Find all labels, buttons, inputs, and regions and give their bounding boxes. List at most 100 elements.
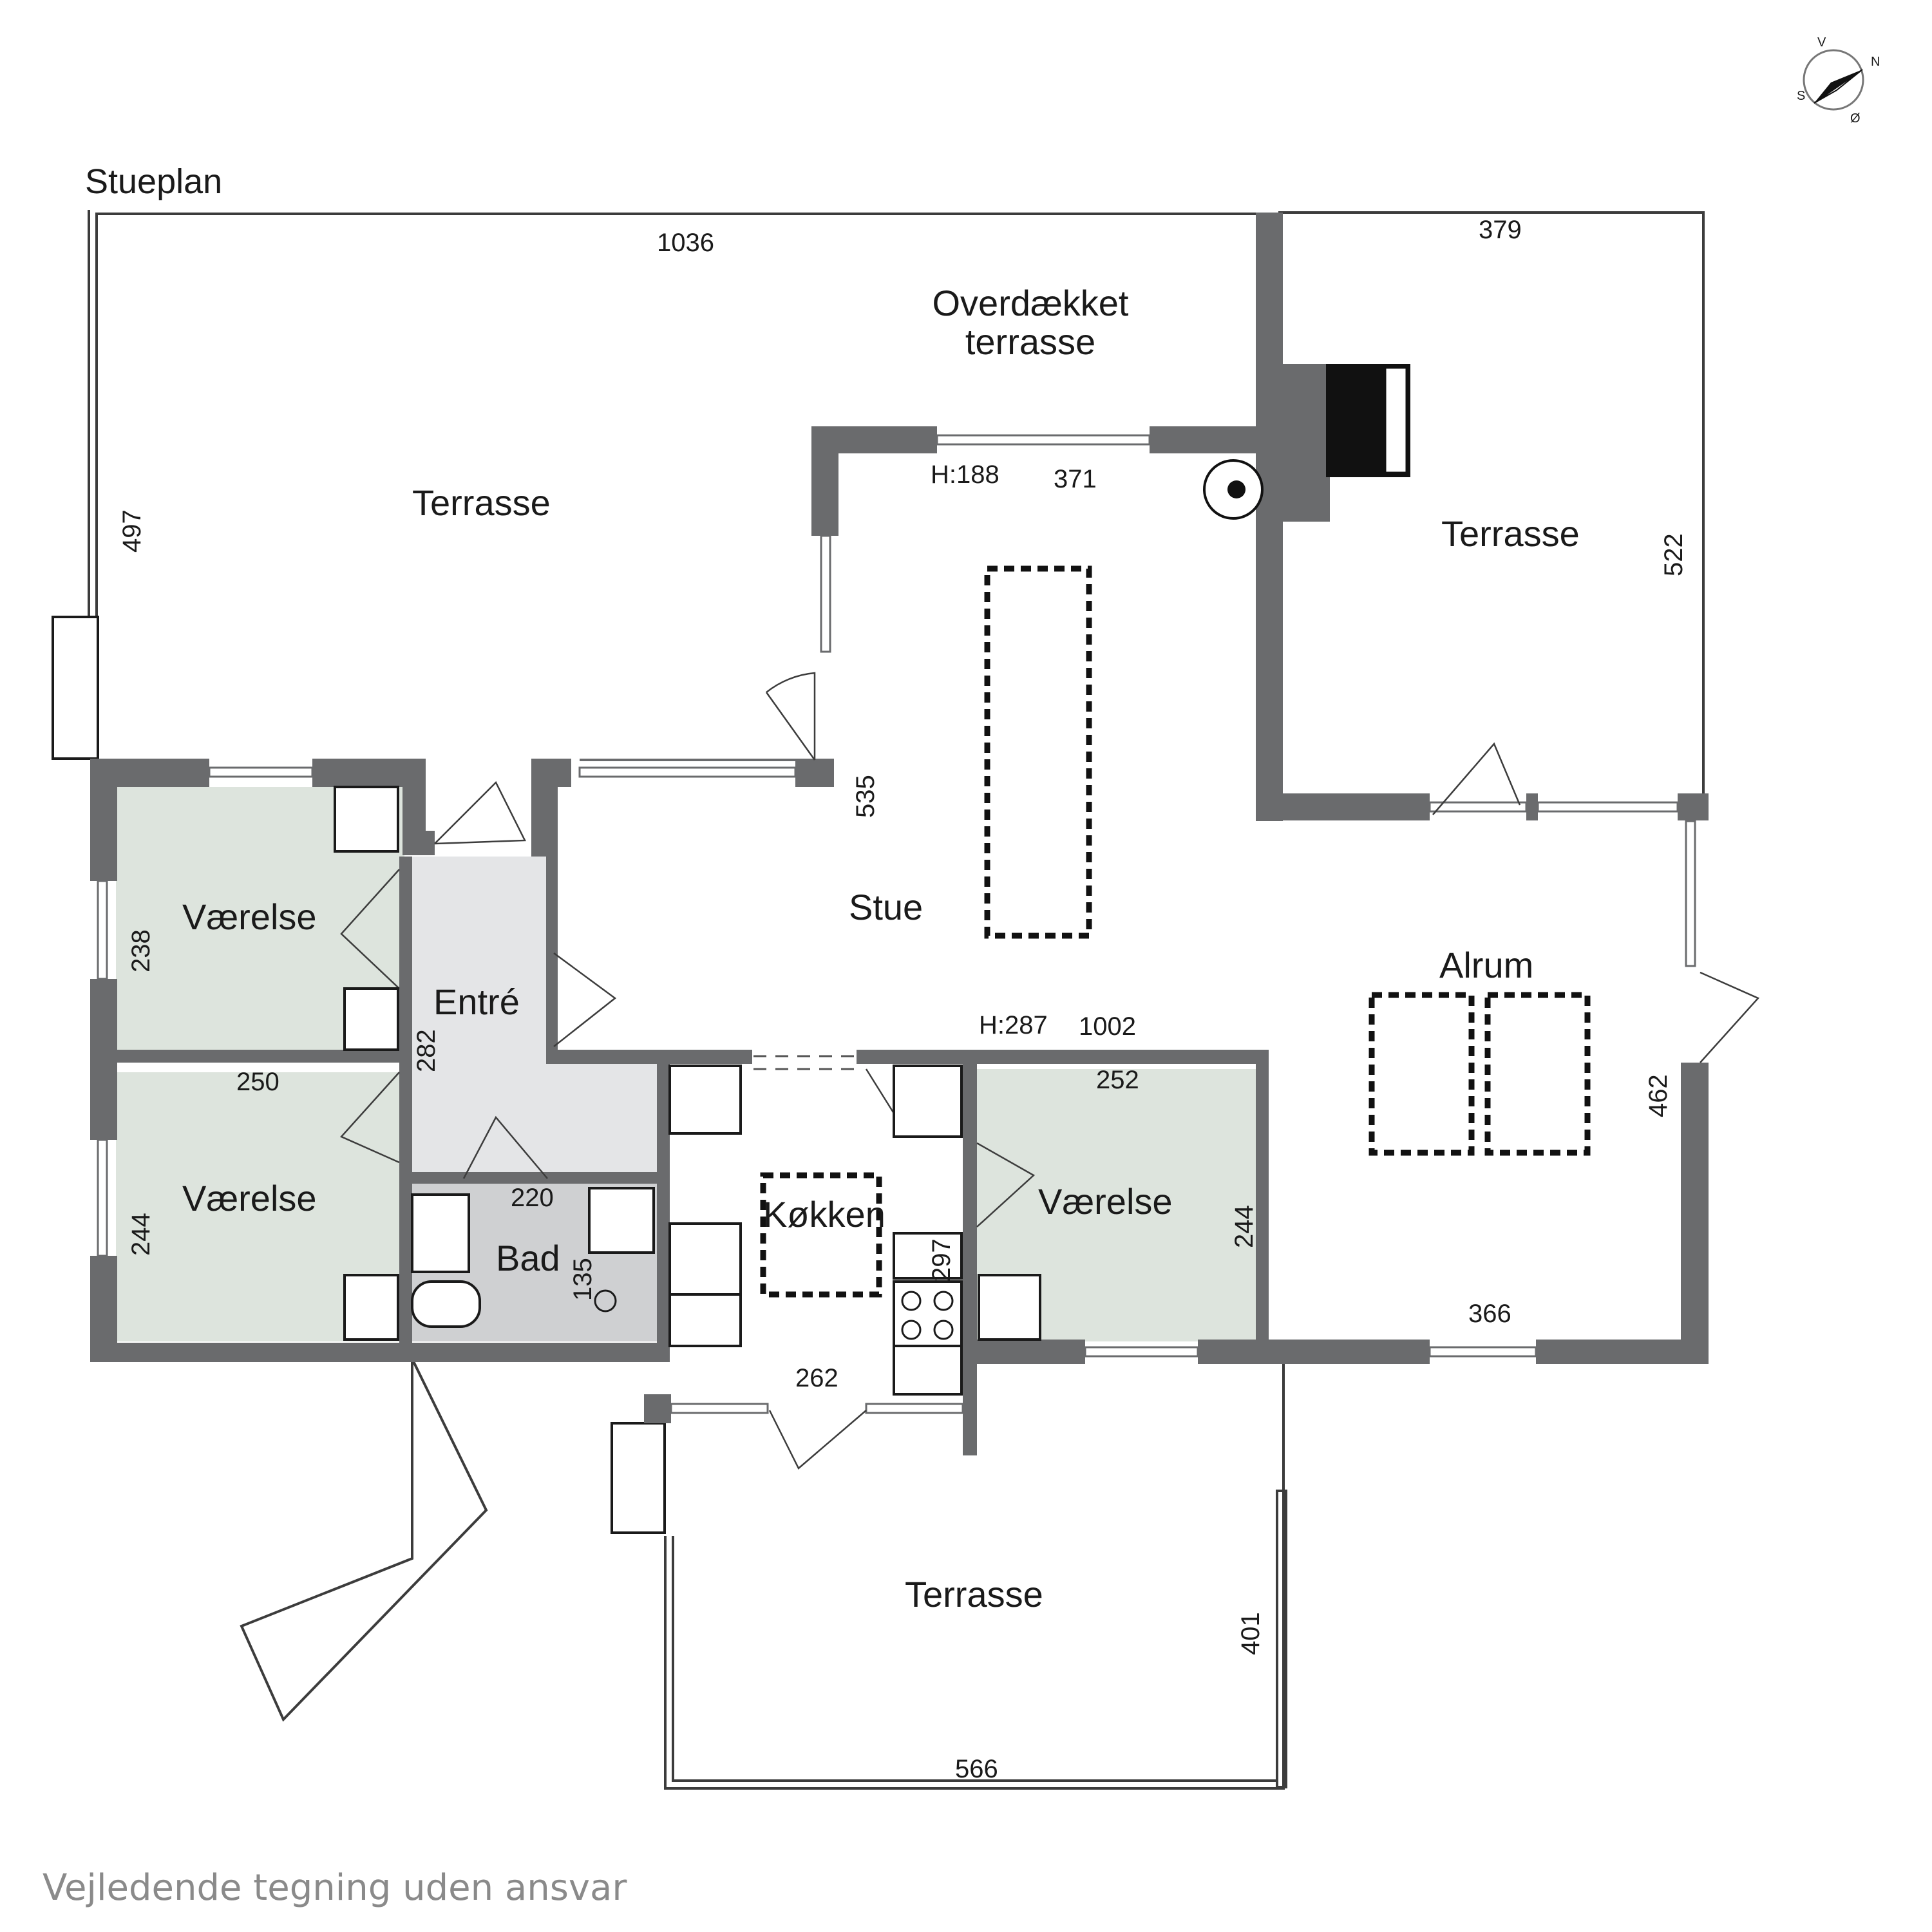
compass-letter: N <box>1871 55 1880 69</box>
window <box>936 434 1151 446</box>
compass-letter: S <box>1797 89 1805 103</box>
room-label-terrasse: Terrasse <box>1441 513 1580 554</box>
wall <box>1526 793 1538 820</box>
room-label-vaerelse: Værelse <box>182 1178 317 1218</box>
window <box>1428 1346 1537 1358</box>
dimension-label: 366 <box>1468 1300 1511 1328</box>
wardrobe <box>343 1274 399 1341</box>
dimension-label: 522 <box>1660 533 1688 576</box>
door-vaerelse-2[interactable] <box>339 1072 400 1164</box>
terrasse-ne-outline <box>1278 211 1705 799</box>
dimension-label: 371 <box>1054 465 1097 493</box>
entre-floor <box>412 857 551 1056</box>
dimension-label: 244 <box>1230 1205 1258 1248</box>
door-alrum-east[interactable] <box>1700 971 1760 1063</box>
wall <box>1536 1340 1709 1364</box>
window <box>865 1403 964 1414</box>
door-bad[interactable] <box>462 1115 548 1179</box>
door-vaerelse-3[interactable] <box>976 1142 1036 1227</box>
wall <box>963 1340 1085 1364</box>
nw-post <box>52 616 99 760</box>
kitchen-counter <box>893 1345 963 1396</box>
sofa <box>1368 992 1475 1156</box>
window <box>1084 1346 1199 1358</box>
entre-floor-lower <box>412 1056 657 1175</box>
wall <box>412 1172 663 1184</box>
kitchen-counter <box>668 1293 742 1347</box>
kitchen-counter <box>668 1065 742 1135</box>
stove-burners <box>901 1291 954 1340</box>
window <box>1537 801 1679 813</box>
wall <box>90 759 209 787</box>
room-label-vaerelse: Værelse <box>182 896 317 937</box>
room-label-alrum: Alrum <box>1439 945 1533 985</box>
wall <box>1150 426 1269 453</box>
dimension-label: 401 <box>1236 1612 1265 1655</box>
fridge-icon <box>893 1065 963 1138</box>
plan-title: Stueplan <box>85 162 222 201</box>
dimension-label: 262 <box>795 1364 838 1392</box>
dining-table <box>984 565 1092 939</box>
wall <box>857 1050 1269 1064</box>
compass: V N S Ø <box>1797 35 1880 126</box>
window <box>97 880 108 980</box>
wardrobe <box>978 1274 1041 1341</box>
wall <box>657 1050 670 1352</box>
compass-needle-icon <box>1814 69 1863 104</box>
wall <box>1262 364 1330 522</box>
sofa <box>1484 992 1591 1156</box>
wardrobe <box>334 786 399 853</box>
dimension-label: 462 <box>1644 1074 1672 1117</box>
wall <box>963 1056 977 1455</box>
dimension-label: 238 <box>127 929 155 972</box>
door-vaerelse-1[interactable] <box>340 869 400 989</box>
wall <box>399 857 412 1356</box>
window <box>97 1139 108 1257</box>
kitchen-counter <box>668 1222 742 1296</box>
fireplace-hearth <box>1383 365 1409 475</box>
door-terrace-nw[interactable] <box>765 672 816 761</box>
terrasse-s-outline-inner <box>672 1536 1276 1782</box>
compass-letter: Ø <box>1850 111 1861 126</box>
toilet-icon <box>411 1280 481 1328</box>
dimension-label: 535 <box>851 775 880 818</box>
window <box>820 535 831 653</box>
dimension-label: 135 <box>569 1258 597 1301</box>
compass-ring <box>1803 49 1864 111</box>
dimension-label: 220 <box>511 1184 554 1212</box>
dimension-label: H:188 <box>931 460 999 489</box>
dimension-label: 497 <box>118 509 146 553</box>
wall <box>644 1394 671 1423</box>
dimension-label: 250 <box>236 1068 279 1096</box>
terrasse-s-outline <box>664 1494 1285 1790</box>
window <box>208 766 314 778</box>
kitchen-counter <box>893 1232 963 1280</box>
door-kitchen-south[interactable] <box>768 1410 867 1470</box>
wall <box>546 1050 752 1064</box>
wall <box>90 1343 670 1362</box>
room-label-vaerelse: Værelse <box>1038 1181 1173 1222</box>
door-stue[interactable] <box>553 952 617 1047</box>
kitchen-island <box>760 1172 882 1298</box>
wall <box>580 759 795 761</box>
stove-pipe-dot <box>1227 480 1245 498</box>
wardrobe <box>343 987 399 1051</box>
room-label-overdaekket-2: terrasse <box>965 321 1095 362</box>
door-entry[interactable] <box>434 781 526 845</box>
room-label-stue: Stue <box>849 887 923 927</box>
terrasse-nw-outline <box>95 213 1259 618</box>
ramp-outline <box>240 1358 488 1722</box>
dimension-label: 244 <box>127 1213 155 1256</box>
wall <box>795 759 834 787</box>
window <box>1428 801 1528 813</box>
wall <box>1256 793 1430 820</box>
window <box>670 1403 769 1414</box>
door-alrum-ne[interactable] <box>1432 742 1521 815</box>
room-label-terrasse: Terrasse <box>412 482 551 523</box>
room-label-overdaekket: Overdækket <box>933 283 1129 323</box>
room-label-entre: Entré <box>433 981 520 1022</box>
shower-icon <box>594 1289 617 1312</box>
s-post <box>611 1422 666 1534</box>
disclaimer-text: Vejledende tegning uden ansvar <box>43 1867 627 1909</box>
